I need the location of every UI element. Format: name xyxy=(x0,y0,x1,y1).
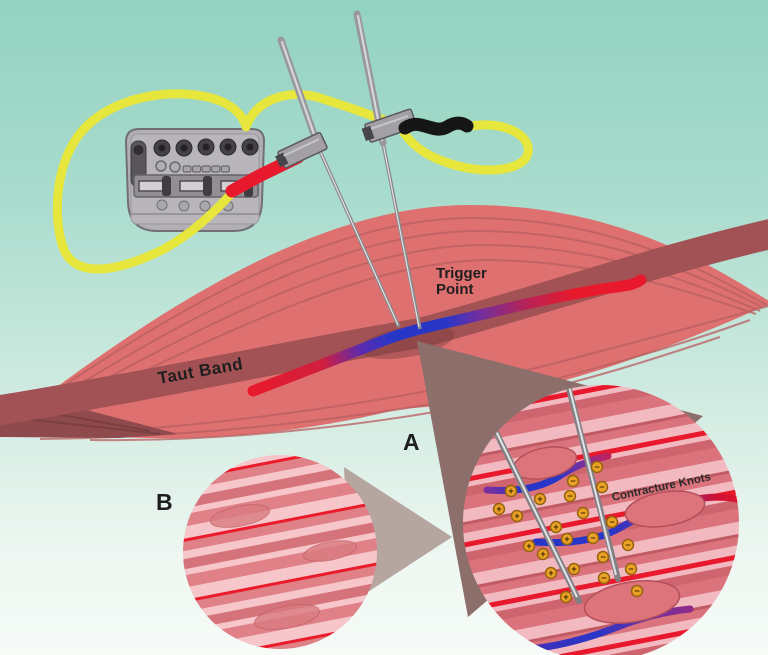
svg-text:−: − xyxy=(599,482,604,492)
svg-text:−: − xyxy=(625,540,630,550)
svg-text:−: − xyxy=(628,564,633,574)
positive-ion: + xyxy=(533,492,547,506)
svg-text:−: − xyxy=(567,491,572,501)
positive-ion: + xyxy=(536,547,550,561)
negative-ion: − xyxy=(595,480,609,494)
taut-band-colored-fiber xyxy=(247,274,647,397)
svg-text:+: + xyxy=(526,541,531,551)
needle-left xyxy=(277,36,401,328)
positive-ion: + xyxy=(567,562,581,576)
device-knob-centers xyxy=(158,143,254,152)
svg-text:−: − xyxy=(590,533,595,543)
device-small-dials xyxy=(155,160,181,173)
device-dip-switches xyxy=(182,165,230,173)
svg-text:+: + xyxy=(563,592,568,602)
positive-ion: + xyxy=(559,590,573,604)
inset-needle-right xyxy=(564,385,621,582)
inset-a-circle: + + + + + + + + + + + − − − − − − − − − … xyxy=(463,385,739,655)
negative-ion: − xyxy=(624,562,638,576)
sarcomere-band-3 xyxy=(526,605,694,653)
positive-ion: + xyxy=(560,532,574,546)
svg-text:+: + xyxy=(571,564,576,574)
svg-text:−: − xyxy=(609,517,614,527)
inset-b-circle xyxy=(183,455,377,649)
inset-needle-left xyxy=(489,421,582,604)
yellow-cable-right-loop xyxy=(399,120,533,175)
positive-ion: + xyxy=(544,566,558,580)
black-lead-boot xyxy=(398,116,474,136)
svg-text:+: + xyxy=(564,534,569,544)
positive-ion-group: + + + + + + + + + + + xyxy=(492,484,581,604)
alligator-clip-right xyxy=(361,108,418,143)
negative-ion: − xyxy=(630,584,644,598)
svg-text:−: − xyxy=(580,508,585,518)
muscle xyxy=(0,205,768,442)
positive-ion: + xyxy=(510,509,524,523)
svg-text:+: + xyxy=(540,549,545,559)
svg-text:+: + xyxy=(496,504,501,514)
negative-ion: − xyxy=(597,571,611,585)
negative-ion: − xyxy=(566,474,580,488)
negative-ion: − xyxy=(596,550,610,564)
svg-text:+: + xyxy=(514,511,519,521)
svg-text:+: + xyxy=(537,494,542,504)
positive-ion: + xyxy=(504,484,518,498)
negative-ion: − xyxy=(576,506,590,520)
inset-b-normal-bulges xyxy=(209,504,358,630)
negative-ion: − xyxy=(621,538,635,552)
negative-ion: − xyxy=(590,460,604,474)
negative-ion: − xyxy=(586,531,600,545)
svg-text:−: − xyxy=(594,462,599,472)
contracture-knot-ellipses xyxy=(512,446,706,624)
device-power-knob xyxy=(133,145,144,155)
alligator-clip-left xyxy=(275,132,328,169)
svg-text:−: − xyxy=(570,476,575,486)
positive-ion: + xyxy=(492,502,506,516)
svg-text:−: − xyxy=(634,586,639,596)
svg-text:+: + xyxy=(508,486,513,496)
svg-text:−: − xyxy=(601,573,606,583)
svg-text:−: − xyxy=(600,552,605,562)
negative-ion-group: − − − − − − − − − − − − xyxy=(563,460,644,598)
positive-ion: + xyxy=(549,520,563,534)
positive-ion: + xyxy=(522,539,536,553)
negative-ion: − xyxy=(563,489,577,503)
yellow-cable-left-loop xyxy=(52,89,251,274)
svg-text:+: + xyxy=(548,568,553,578)
svg-text:+: + xyxy=(553,522,558,532)
negative-ion: − xyxy=(605,515,619,529)
